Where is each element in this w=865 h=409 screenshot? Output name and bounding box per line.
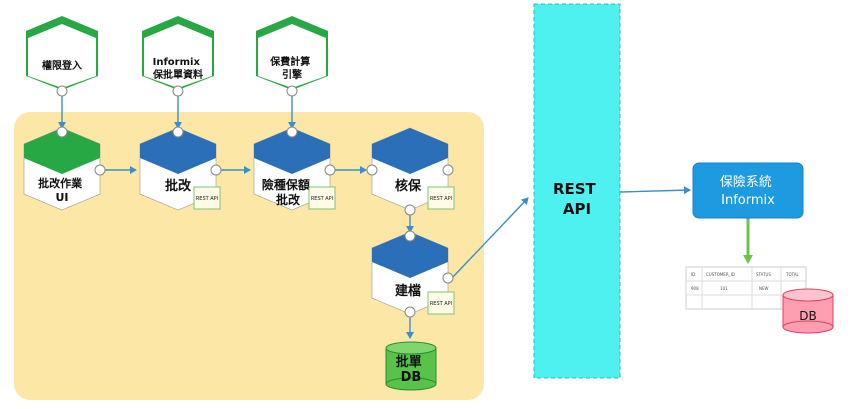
process-node-label: 建檔 (395, 283, 421, 299)
connector-port (404, 306, 416, 318)
table-cell: 101 (720, 286, 728, 291)
connector-port (172, 85, 184, 97)
process-node-filing[interactable]: 建檔 REST API (371, 230, 455, 318)
connector-port (366, 164, 378, 176)
connector-port (94, 164, 106, 176)
process-node-endorsement-ui[interactable]: 批改作業 UI (23, 126, 106, 211)
table-cell: NEW (759, 286, 769, 291)
endorsement-db-label: 批單 DB (396, 354, 427, 385)
process-node-underwriting[interactable]: 核保 REST API (366, 127, 455, 216)
table-cell: 908 (691, 286, 699, 291)
connectors (58, 96, 691, 339)
entry-node-label: 權限登入 (42, 59, 82, 72)
informix-db-cylinder[interactable]: DB (782, 288, 834, 334)
process-node-label: 批改 (165, 178, 192, 194)
entry-node-label: 保費計算 引擎 (269, 55, 313, 81)
rest-api-badge-label: REST API (196, 196, 218, 202)
rest-api-badge-label: REST API (430, 196, 452, 202)
connector-port (324, 164, 336, 176)
connector-port (286, 85, 298, 97)
rest-api-gateway[interactable]: REST API (533, 3, 621, 379)
entry-node-premium-engine[interactable]: 保費計算 引擎 (256, 16, 328, 97)
rest-api-badge-label: REST API (311, 196, 333, 202)
process-node-endorsement[interactable]: 批改 REST API (139, 126, 222, 211)
entry-node-permission-login[interactable]: 權限登入 (26, 16, 98, 97)
connector-port (172, 126, 184, 138)
connector-port (404, 204, 416, 216)
entry-node-informix-policy-data[interactable]: Informix 保批單資料 (142, 16, 214, 97)
rest-api-badge (308, 186, 336, 210)
rest-api-badge-label: REST API (430, 301, 452, 307)
endorsement-db-cylinder[interactable]: 批單 DB (385, 341, 437, 391)
insurance-system-informix[interactable]: 保險系統 Informix (692, 162, 804, 219)
table-header: ID (691, 272, 695, 277)
connector-port (286, 126, 298, 138)
connector-port (56, 126, 68, 138)
insurance-system-label: 保險系統 Informix (720, 175, 776, 208)
application-zone (14, 112, 484, 400)
informix-db-label: DB (799, 309, 816, 323)
rest-api-badge (427, 186, 455, 210)
process-node-label: 批改作業 UI (38, 176, 86, 204)
rest-api-label: REST API (553, 180, 601, 218)
rest-api-badge (427, 291, 455, 315)
rest-api-badge (193, 186, 221, 210)
table-header: TOTAL (785, 272, 799, 277)
process-node-label: 險種保額 批改 (262, 177, 314, 207)
connector-port (442, 272, 454, 284)
process-node-label: 核保 (395, 178, 422, 194)
entry-node-label: Informix 保批單資料 (152, 57, 203, 81)
connector-port (404, 230, 416, 242)
connector-port (210, 164, 222, 176)
table-header: STATUS (756, 272, 771, 277)
connector-port (442, 164, 454, 176)
connector-port (56, 85, 68, 97)
table-header: CUSTOMER_ID (706, 272, 735, 277)
process-node-coverage-amount-endorsement[interactable]: 險種保額 批改 REST API (253, 126, 336, 211)
